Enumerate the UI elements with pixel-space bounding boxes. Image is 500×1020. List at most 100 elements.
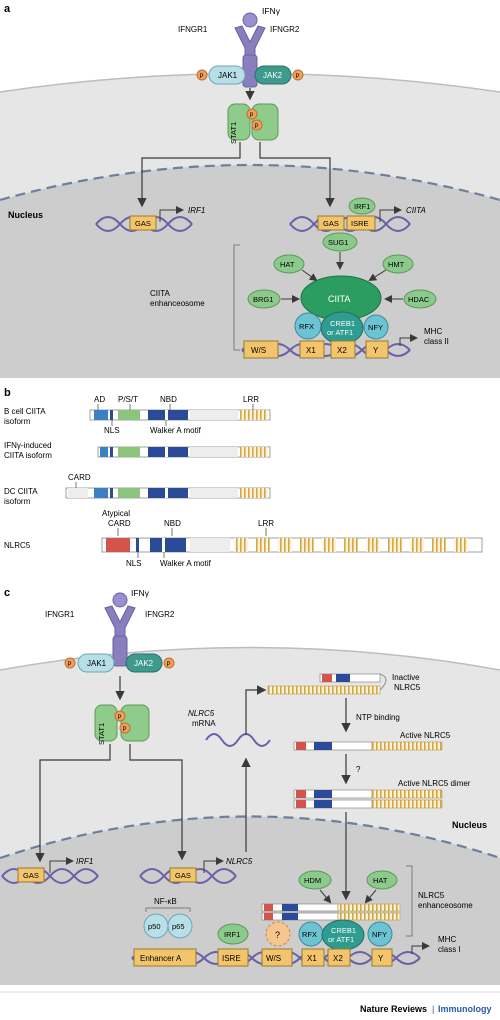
stat1-monomer-right bbox=[251, 103, 279, 141]
hdm-label: HDM bbox=[304, 876, 321, 885]
unknown-label: ? bbox=[275, 930, 280, 940]
domain-label-nbd: NBD bbox=[160, 395, 177, 404]
stat1-left-c bbox=[94, 704, 118, 742]
ws-box-c-label: W/S bbox=[266, 954, 281, 963]
nuclear-envelope bbox=[0, 163, 500, 202]
x1-box bbox=[299, 340, 325, 359]
nfy-protein-c bbox=[367, 921, 393, 947]
receptor-stalk-c bbox=[112, 635, 128, 667]
arrow-stat1-to-gas-right-c bbox=[129, 744, 187, 861]
hat-label: HAT bbox=[280, 260, 295, 269]
stat1-phospho-top-c bbox=[114, 710, 126, 722]
isre-box-c bbox=[217, 948, 249, 967]
arrow-hat-c bbox=[364, 889, 377, 904]
hmt-protein bbox=[382, 254, 414, 274]
mhc2-label-2: class II bbox=[424, 337, 449, 346]
ifngr2-label-c: IFNGR2 bbox=[145, 610, 175, 619]
arrow-hdm bbox=[319, 889, 332, 904]
ifngr2-label: IFNGR2 bbox=[270, 25, 300, 34]
stat1-phospho-top bbox=[246, 108, 258, 120]
irf1-protein-label: IRF1 bbox=[354, 202, 370, 211]
nlrc5-enh-label-2: enhanceosome bbox=[418, 901, 473, 910]
phospho-jak2 bbox=[292, 69, 304, 81]
nucleus-label: Nucleus bbox=[8, 210, 43, 220]
y-box-c bbox=[371, 948, 393, 967]
hdac-protein bbox=[403, 289, 437, 309]
panel-b-label: b bbox=[4, 387, 11, 399]
stat1-label: STAT1 bbox=[229, 122, 238, 144]
irf1-protein-c bbox=[217, 923, 249, 945]
isoform2-bar bbox=[97, 446, 271, 458]
stat1-phospho-bottom-c-label: P bbox=[123, 727, 127, 733]
card-label: CARD bbox=[68, 473, 91, 482]
irf1-transcription-arrow bbox=[159, 206, 184, 222]
phospho-jak1-c bbox=[64, 657, 76, 669]
ciita-transcription-arrow bbox=[379, 206, 402, 222]
isoform2-label-2: CIITA isoform bbox=[4, 451, 52, 460]
question-label: ? bbox=[356, 765, 361, 774]
unknown-factor bbox=[265, 921, 291, 947]
enhanceosome-label-2: enhanceosome bbox=[150, 299, 205, 308]
y-box-c-label: Y bbox=[378, 954, 384, 963]
phospho-jak1-c-label: P bbox=[68, 662, 72, 668]
jak1-label: JAK1 bbox=[218, 71, 238, 80]
nlrc5-gene-label-c: NLRC5 bbox=[226, 857, 253, 866]
ws-box bbox=[243, 340, 279, 359]
phospho-jak1 bbox=[196, 69, 208, 81]
stat1-phospho-bottom-c bbox=[119, 722, 131, 734]
ifng-ligand bbox=[242, 12, 258, 28]
brg1-label: BRG1 bbox=[253, 295, 273, 304]
y-box-label: Y bbox=[373, 346, 379, 355]
sug1-protein bbox=[322, 232, 358, 252]
rfx-label: RFX bbox=[299, 322, 314, 331]
footer-section: Immunology bbox=[438, 1004, 492, 1014]
inactive-label-2: NLRC5 bbox=[394, 683, 421, 692]
enhanceosome-label-1: CIITA bbox=[150, 289, 171, 298]
p65-label: p65 bbox=[172, 922, 185, 931]
nlrc5-enh-label-1: NLRC5 bbox=[418, 891, 445, 900]
nlrc5-walker-label: Walker A motif bbox=[160, 559, 212, 568]
nlrc5-mrna bbox=[205, 733, 271, 747]
stat1-phospho-top-label: P bbox=[250, 113, 254, 119]
isoform3-label-1: DC CIITA bbox=[4, 487, 38, 496]
nlrc5-nls-label: NLS bbox=[126, 559, 142, 568]
ntp-label: NTP binding bbox=[356, 713, 400, 722]
mhc1-transcription-arrow bbox=[411, 942, 430, 954]
irf1-protein-c-label: IRF1 bbox=[224, 930, 240, 939]
enhancer-a-box bbox=[133, 948, 197, 967]
panel-c: c Nucleus IFNγ IFNGR1 IFNGR2 P JAK1 JAK2… bbox=[0, 587, 500, 985]
x2-box-c bbox=[327, 948, 351, 967]
dna-right-strand2 bbox=[289, 216, 411, 232]
atypical-label-2: CARD bbox=[108, 519, 131, 528]
hmt-label: HMT bbox=[388, 260, 405, 269]
ciita-gene-label: CIITA bbox=[406, 206, 426, 215]
domain-label-nls: NLS bbox=[104, 426, 120, 435]
domain-label-ad: AD bbox=[94, 395, 105, 404]
active-label: Active NLRC5 bbox=[400, 731, 451, 740]
jak2-protein-c bbox=[125, 653, 163, 673]
nucleus-label-c: Nucleus bbox=[452, 820, 487, 830]
phospho-jak2-c-label: P bbox=[167, 662, 171, 668]
jak2-label-c: JAK2 bbox=[134, 659, 154, 668]
nfkb-bracket bbox=[145, 907, 191, 912]
domain-label-lrr: LRR bbox=[243, 395, 259, 404]
rfx-label-c: RFX bbox=[302, 930, 317, 939]
isre-box-c-label: ISRE bbox=[222, 954, 241, 963]
nfy-protein bbox=[363, 314, 389, 340]
panel-b: b AD P/S/T NBD LRR B cell CIITA isoform … bbox=[4, 387, 483, 568]
arrow-hat bbox=[301, 269, 318, 282]
phospho-jak2-c bbox=[163, 657, 175, 669]
jak1-protein bbox=[208, 65, 246, 85]
nlrc5-bar bbox=[101, 537, 483, 553]
ifngr1-label-c: IFNGR1 bbox=[45, 610, 75, 619]
hat-label-c: HAT bbox=[373, 876, 388, 885]
ciita-label: CIITA bbox=[328, 294, 350, 304]
creb-label-2: or ATF1 bbox=[327, 328, 353, 337]
ifng-label-c: IFNγ bbox=[131, 588, 150, 598]
nuclear-nlrc5-dimer bbox=[261, 903, 401, 921]
gas-box-right-c bbox=[169, 867, 197, 883]
arrow-hmt bbox=[368, 269, 387, 282]
creb-label-1-c: CREB1 bbox=[331, 926, 356, 935]
active-nlrc5 bbox=[293, 741, 443, 751]
arrow-stat1-to-gas-right bbox=[259, 142, 335, 208]
